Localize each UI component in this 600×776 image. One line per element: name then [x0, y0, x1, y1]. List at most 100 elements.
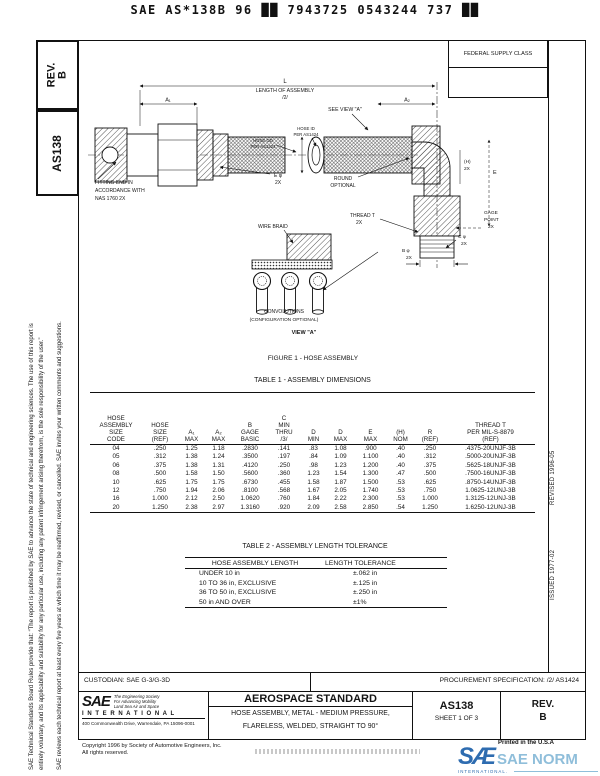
- rev-box: REV. B: [36, 40, 79, 110]
- label-h-1: (H): [464, 159, 471, 165]
- norm-international-label: INTERNATIONAL.: [458, 769, 509, 774]
- table1-column-header: R(REF): [421, 429, 439, 443]
- label-e-dim: E: [493, 170, 497, 176]
- doc-number-side: AS138: [49, 134, 64, 172]
- label-h-2: 2X: [464, 166, 471, 172]
- disclaimer-text-line1: SAE Technical Standards Board Rules prov…: [29, 323, 35, 770]
- standard-title-cell: AEROSPACE STANDARD HOSE ASSEMBLY, METAL …: [209, 692, 413, 739]
- label-hose-od-1: HOSE OD: [253, 138, 273, 143]
- label-b-dia-2: 2X: [406, 255, 413, 261]
- label-convolutions-2: (CONFIGURATION OPTIONAL): [250, 317, 319, 323]
- label-length-note: /2/: [282, 95, 288, 101]
- rev-label: REV.: [531, 699, 555, 710]
- left-fitting: [94, 123, 229, 187]
- label-thread-2: 2X: [356, 220, 363, 226]
- label-fitting-end-3: NAS 1760 2X: [95, 196, 126, 202]
- table2-header-row: HOSE ASSEMBLY LENGTH LENGTH TOLERANCE: [185, 558, 447, 569]
- procurement-cell: PROCUREMENT SPECIFICATION: /2/ AS1424: [439, 677, 579, 684]
- label-thread-1: THREAD T: [350, 213, 375, 219]
- sae-logo-cell: SAE The Engineering Society For Advancin…: [79, 692, 209, 739]
- norm-name-mark: SAE NORM: [497, 751, 578, 768]
- table2-header-tolerance: LENGTH TOLERANCE: [325, 560, 396, 567]
- label-hose-id-2: PER AS1424: [293, 132, 319, 137]
- copyright-note: Copyright 1996 by Society of Automotive …: [82, 743, 222, 756]
- label-c-dia-2: 2X: [461, 241, 468, 247]
- norm-sae-mark: SÆ: [458, 743, 496, 770]
- doc-number: AS138: [439, 700, 474, 712]
- label-hose-id-1: HOSE ID: [297, 126, 315, 131]
- label-gage-1: GAGE: [484, 210, 498, 216]
- table2-body: UNDER 10 in±.062 in 10 TO 36 in, EXCLUSIV…: [185, 569, 447, 607]
- doc-number-cell: AS138 SHEET 1 OF 3: [413, 692, 501, 739]
- sheet-info: SHEET 1 OF 3: [434, 715, 479, 722]
- document-code-line: SAE AS*138B 96 ██ 7943725 0543244 737 ██: [130, 3, 480, 17]
- label-c-dia-1: C φ: [458, 234, 466, 240]
- aerospace-standard-heading: AEROSPACE STANDARD: [209, 692, 412, 707]
- label-round-2: OPTIONAL: [330, 183, 356, 189]
- federal-supply-class-value-box: [448, 68, 548, 98]
- label-convolutions-1: CONVOLUTIONS: [264, 309, 305, 315]
- table2-header-length: HOSE ASSEMBLY LENGTH: [211, 560, 299, 567]
- doc-number-box: AS138: [36, 110, 79, 196]
- braided-hose: [227, 136, 413, 174]
- label-e-dia-1: E φ: [274, 173, 283, 179]
- label-gage-2: POINT: [484, 217, 499, 223]
- federal-supply-class-label: FEDERAL SUPPLY CLASS: [463, 51, 533, 57]
- sae-logo-address: 400 Commonwealth Drive, Warrendale, PA 1…: [82, 721, 195, 726]
- elbow-fitting: [411, 125, 461, 259]
- sae-logo-mark: SAE: [82, 693, 111, 710]
- federal-supply-class-box: FEDERAL SUPPLY CLASS: [448, 40, 548, 68]
- figure1-caption: FIGURE 1 - HOSE ASSEMBLY: [268, 355, 359, 362]
- title-block: SAE The Engineering Society For Advancin…: [78, 692, 586, 740]
- table2-row: 10 TO 36 in, EXCLUSIVE±.125 in: [199, 579, 378, 587]
- table2-row: UNDER 10 in±.062 in: [199, 570, 378, 577]
- rev-cell: REV. B: [501, 692, 585, 739]
- table1-title: TABLE 1 - ASSEMBLY DIMENSIONS: [254, 377, 371, 384]
- label-a1: A₁: [165, 98, 171, 104]
- rev-value: B: [539, 712, 547, 723]
- label-b-dia-1: B φ: [402, 248, 410, 254]
- label-view-a: VIEW "A": [292, 330, 317, 336]
- label-round-1: ROUND: [334, 176, 353, 182]
- table1-column-header: (H)NOM: [393, 429, 408, 443]
- distributor-stamp: [255, 749, 420, 754]
- label-fitting-end-2: ACCORDANCE WITH: [95, 188, 145, 194]
- disclaimer-text-line3: SAE reviews each technical report at lea…: [57, 321, 63, 770]
- label-wire-braid: WIRE BRAID: [258, 224, 288, 230]
- sae-logo-international: I N T E R N A T I O N A L: [82, 710, 205, 719]
- issued-date: ISSUED 1977-02: [550, 549, 556, 600]
- doc-title-line2: FLARELESS, WELDED, STRAIGHT TO 90°: [242, 723, 379, 730]
- table2-row: 36 TO 50 in, EXCLUSIVE±.250 in: [199, 589, 378, 596]
- label-see-view-a: SEE VIEW "A": [328, 107, 362, 113]
- norm-logo-rule: [514, 770, 598, 773]
- label-length-of-assembly: LENGTH OF ASSEMBLY: [256, 88, 315, 94]
- printed-note: Printed in the U.S.A: [498, 740, 555, 746]
- table2-row: 50 in AND OVER±1%: [199, 598, 367, 606]
- label-l: L: [283, 79, 287, 85]
- doc-title-line1: HOSE ASSEMBLY, METAL - MEDIUM PRESSURE,: [231, 710, 390, 717]
- table2-title: TABLE 2 - ASSEMBLY LENGTH TOLERANCE: [242, 543, 388, 550]
- label-hose-od-2: PER AS1424: [250, 144, 276, 149]
- custodian-cell: CUSTODIAN: SAE G-3/G-3D: [79, 673, 311, 691]
